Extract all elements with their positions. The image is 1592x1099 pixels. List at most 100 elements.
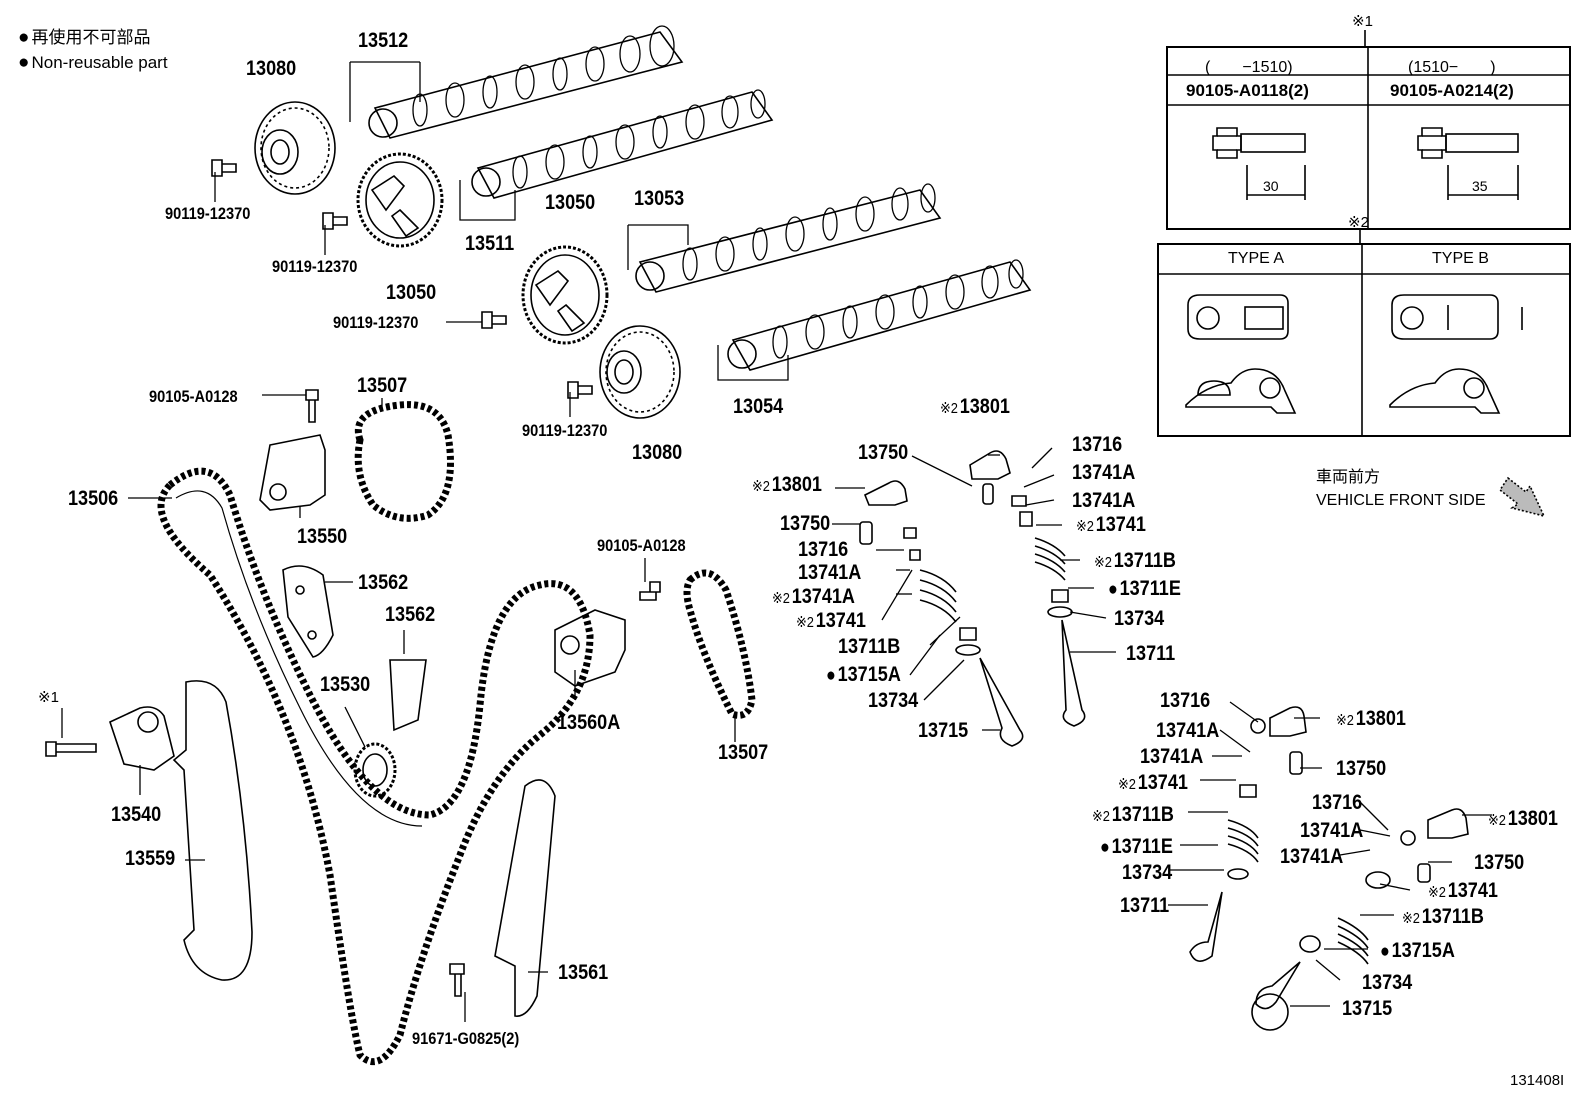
note2-table <box>1157 228 1571 437</box>
label-13750-d: 13750 <box>1474 851 1525 874</box>
label-13741A-e: 13741A <box>1156 719 1220 742</box>
label-13711B-c: ※213711B <box>1092 803 1174 826</box>
label-13507-upper: 13507 <box>357 374 408 397</box>
label-13540: 13540 <box>111 803 162 826</box>
label-13741A-d: ※213741A <box>772 585 855 608</box>
tensioner-13560a-icon <box>554 609 626 687</box>
label-13741-a: ※213741 <box>1076 513 1146 536</box>
label-91671: 91671-G0825(2) <box>412 1029 520 1048</box>
label-13716-c: 13716 <box>1160 689 1211 712</box>
legend-en: Non-reusable part <box>18 53 167 72</box>
legend-jp: 再使用不可部品 <box>18 28 150 47</box>
label-13562-lower: 13562 <box>385 603 436 626</box>
direction-jp: 車両前方 <box>1316 469 1381 486</box>
label-13507-lower: 13507 <box>718 741 769 764</box>
label-13054: 13054 <box>733 395 784 418</box>
bolt-30-icon <box>1212 127 1306 200</box>
label-13511: 13511 <box>465 232 515 255</box>
label-13512: 13512 <box>358 29 409 52</box>
vvt-gear-13080-top-icon <box>254 101 336 195</box>
label-13716-d: 13716 <box>1312 791 1363 814</box>
label-13053: 13053 <box>634 187 685 210</box>
camshaft-4-icon <box>727 259 1032 371</box>
note2-type-a: TYPE A <box>1228 250 1285 267</box>
label-13734-c: 13734 <box>1122 861 1173 884</box>
label-90119-c: 90119-12370 <box>333 313 419 332</box>
tensioner-13550-icon <box>259 434 326 511</box>
slipper-13559-icon <box>172 680 253 981</box>
label-13715A-b: 13715A <box>1380 940 1455 961</box>
label-13711E-a: 13711E <box>1108 578 1181 599</box>
timing-chain-13507-upper-icon <box>354 401 454 522</box>
label-13741A-f: 13741A <box>1140 745 1204 768</box>
label-13711-a: 13711 <box>1126 642 1176 665</box>
figure-id: 131408I <box>1510 1072 1565 1089</box>
label-13715A-a: 13715A <box>826 664 901 685</box>
note1-left-len: 30 <box>1263 178 1279 194</box>
label-13741A-b: 13741A <box>1072 489 1136 512</box>
note1-mark: ※1 <box>1352 13 1373 30</box>
label-13741A-h: 13741A <box>1280 845 1344 868</box>
label-13550: 13550 <box>297 525 348 548</box>
guide-13561-icon <box>494 779 556 1017</box>
label-13801-a: ※213801 <box>940 395 1010 418</box>
note2-type-b: TYPE B <box>1432 250 1489 267</box>
label-13801-b: ※213801 <box>752 473 822 496</box>
label-13741A-g: 13741A <box>1300 819 1364 842</box>
label-13801-c: ※213801 <box>1336 707 1406 730</box>
label-13080-top: 13080 <box>246 57 297 80</box>
label-13750-b: 13750 <box>780 512 831 535</box>
type-b-rocker-icon <box>1389 294 1523 414</box>
vehicle-front-arrow-icon <box>1498 476 1546 518</box>
label-13711-b: 13711 <box>1120 894 1170 917</box>
valve-group-3-icon <box>1189 706 1307 962</box>
note1-right-range: (1510− ) <box>1408 59 1496 76</box>
label-13716-b: 13716 <box>798 538 849 561</box>
label-13716-a: 13716 <box>1072 433 1123 456</box>
valve-group-1-icon <box>969 450 1086 727</box>
label-13741-c: ※213741 <box>1118 771 1188 794</box>
crank-sprocket-13530-icon <box>353 742 397 798</box>
label-13560A: 13560A <box>557 711 621 734</box>
label-13711E-b: 13711E <box>1100 836 1173 857</box>
label-13734-d: 13734 <box>1362 971 1413 994</box>
note1-left-range: ( −1510) <box>1205 59 1293 76</box>
label-13734-a: 13734 <box>1114 607 1165 630</box>
note1-right-len: 35 <box>1472 178 1488 194</box>
leader-lines <box>61 61 1492 1022</box>
label-13741A-a: 13741A <box>1072 461 1136 484</box>
camshaft-1-icon <box>368 25 684 139</box>
label-13741-b: ※213741 <box>796 609 866 632</box>
label-13506: 13506 <box>68 487 119 510</box>
label-13559: 13559 <box>125 847 176 870</box>
note1-table <box>1166 30 1571 230</box>
label-13050-top: 13050 <box>386 281 437 304</box>
label-13561: 13561 <box>558 961 609 984</box>
label-13715-b: 13715 <box>1342 997 1393 1020</box>
vvt-gear-13080-mid-icon <box>599 325 681 419</box>
label-13050-mid: 13050 <box>545 191 596 214</box>
label-13080-mid: 13080 <box>632 441 683 464</box>
label-90119-a: 90119-12370 <box>165 204 251 223</box>
bolt-icon <box>45 159 661 997</box>
timing-chain-13507-lower-icon <box>683 569 756 719</box>
label-90105-b: 90105-A0128 <box>597 536 686 555</box>
label-13711B-a: ※213711B <box>1094 549 1176 572</box>
note2-mark: ※2 <box>1348 214 1369 231</box>
label-13734-b: 13734 <box>868 689 919 712</box>
timing-chain-main-inner-icon <box>175 490 423 827</box>
guide-13562-upper-icon <box>282 565 334 658</box>
note1-right-part: 90105-A0214(2) <box>1390 81 1514 100</box>
note1-left-part: 90105-A0118(2) <box>1186 81 1309 100</box>
label-90105-a: 90105-A0128 <box>149 387 238 406</box>
label-13750-a: 13750 <box>858 441 909 464</box>
label-13711B-b: 13711B <box>838 635 901 658</box>
timing-chain-main-icon <box>157 467 594 1066</box>
label-13801-d: ※213801 <box>1488 807 1558 830</box>
label-13715-a: 13715 <box>918 719 969 742</box>
valve-group-2-icon <box>859 480 1024 747</box>
label-13741-d: ※213741 <box>1428 879 1498 902</box>
guide-13562-lower-icon <box>389 659 427 732</box>
label-90119-b: 90119-12370 <box>272 257 358 276</box>
camshaft-2-icon <box>471 89 774 199</box>
